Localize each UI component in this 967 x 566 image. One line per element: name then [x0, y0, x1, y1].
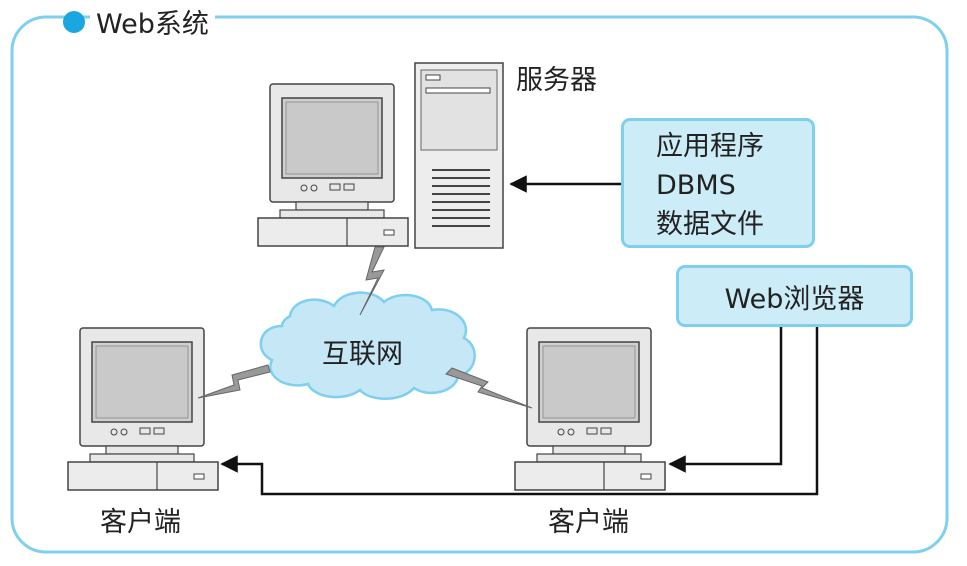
- browser-label: Web浏览器: [724, 283, 865, 315]
- internet-label: 互联网: [322, 339, 403, 370]
- title-bullet-icon: [63, 11, 85, 33]
- client-computer-left: [67, 327, 219, 491]
- server-content-dbms: DBMS: [656, 170, 736, 201]
- server-tower: [414, 62, 504, 249]
- arrow-browser-to-right-client: [668, 327, 783, 473]
- client-label-right: 客户端: [548, 507, 629, 538]
- server-computer: [257, 83, 409, 247]
- link-bolt-left: [197, 364, 271, 399]
- client-label-left: 客户端: [100, 507, 181, 538]
- diagram-title: Web系统: [90, 2, 215, 41]
- browser-box: Web浏览器: [676, 265, 913, 327]
- server-content-datafile: 数据文件: [656, 209, 764, 240]
- server-contents-box: 应用程序 DBMS 数据文件: [621, 118, 815, 248]
- link-bolt-server: [359, 246, 385, 316]
- link-bolt-right: [445, 367, 533, 409]
- server-label: 服务器: [516, 65, 597, 96]
- server-content-app: 应用程序: [656, 131, 764, 162]
- client-computer-right: [514, 327, 666, 491]
- internet-cloud: [259, 291, 476, 400]
- arrow-browser-to-left-client: [220, 327, 819, 496]
